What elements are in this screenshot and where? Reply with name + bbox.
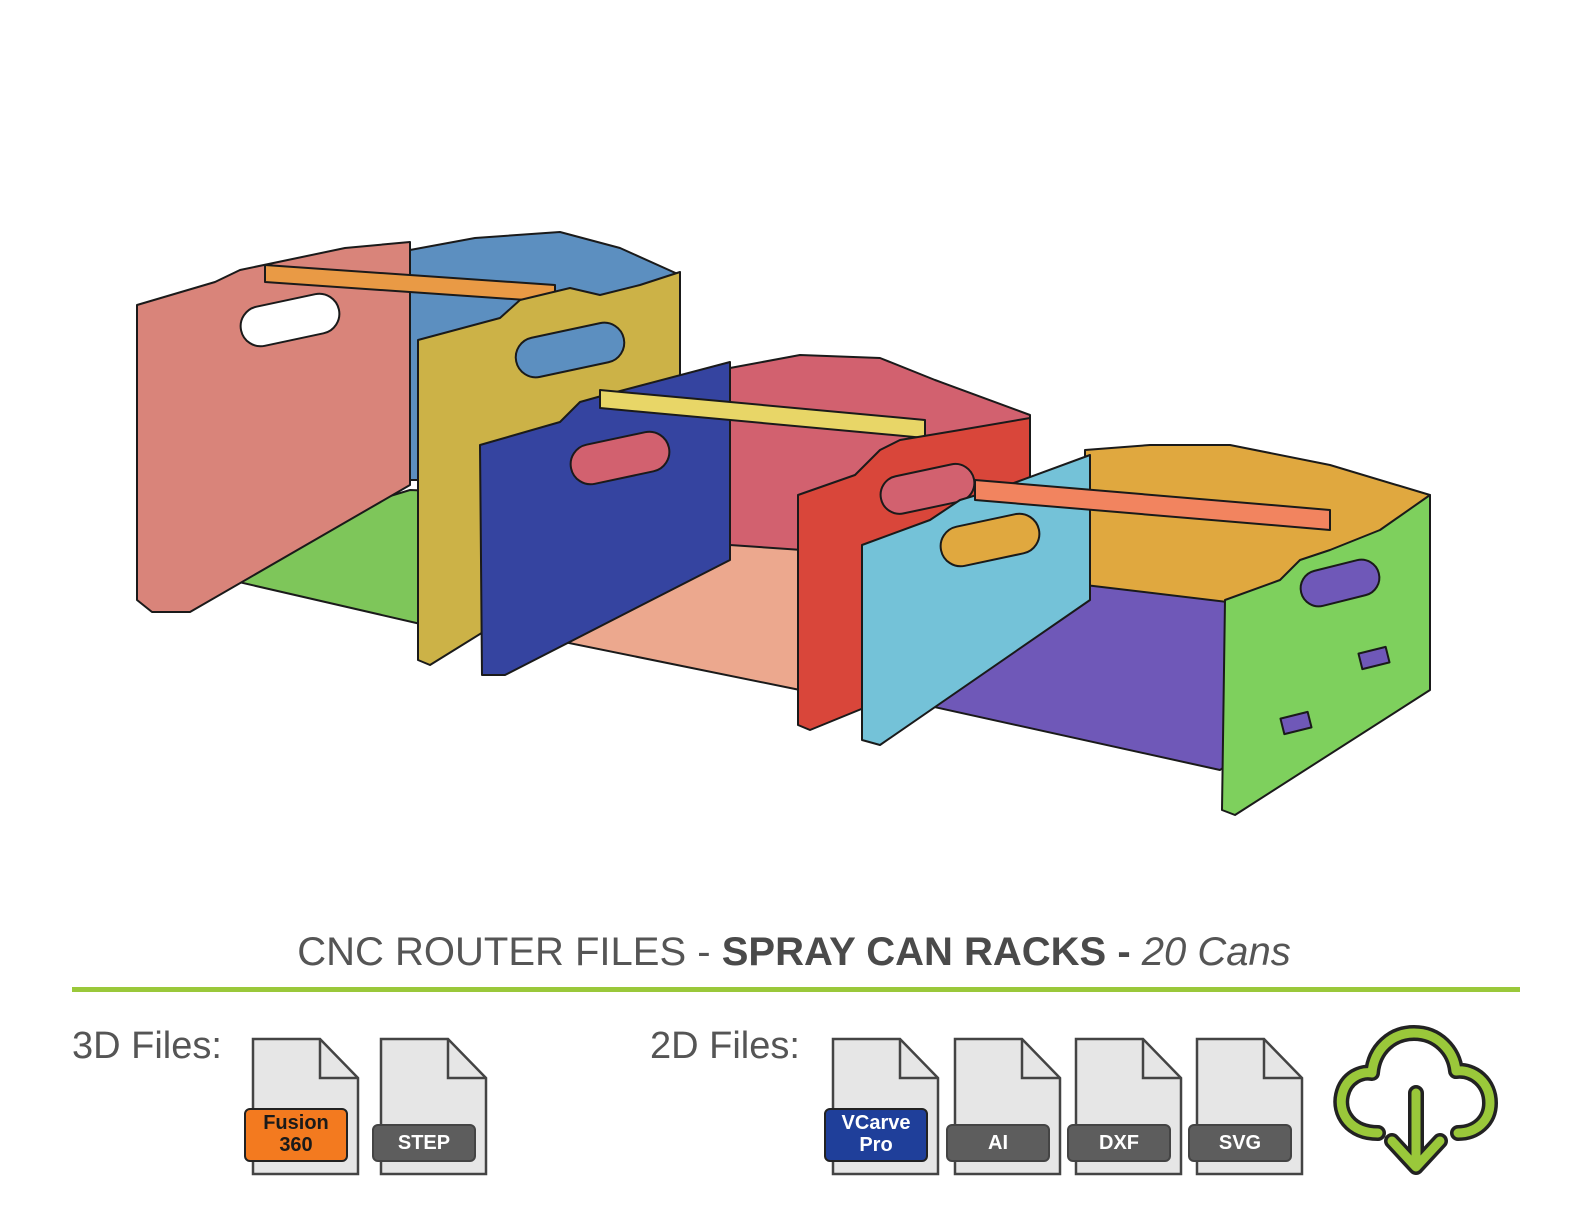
rack2-right-handle [879,462,976,515]
step-file-icon[interactable]: STEP [372,1036,496,1178]
ai-file-icon[interactable]: AI [946,1036,1070,1178]
files-3d-label: 3D Files: [72,1025,222,1067]
svg-badge: SVG [1188,1124,1292,1162]
step-badge: STEP [372,1124,476,1162]
rack3-slot-2 [1279,710,1313,736]
dxf-file-icon[interactable]: DXF [1067,1036,1191,1178]
rack3-top-rail [974,479,1331,531]
spray-can-racks-illustration [136,231,1431,816]
title-capacity: 20 Cans [1141,930,1291,974]
files-2d-label: 2D Files: [650,1025,800,1067]
svg-file-icon[interactable]: SVG [1188,1036,1312,1178]
rack2-left-side [479,361,731,676]
rack3-right-handle [1299,558,1381,608]
ai-badge: AI [946,1124,1050,1162]
title-divider [72,987,1520,992]
product-title: CNC ROUTER FILES - SPRAY CAN RACKS - 20 … [0,930,1588,975]
rack1-right-handle [514,321,626,379]
rack1-left-side [136,241,411,613]
rack3-slot-1 [1357,645,1391,671]
dxf-badge: DXF [1067,1124,1171,1162]
cloud-download-icon[interactable] [1330,1015,1500,1185]
title-prefix: CNC ROUTER FILES - [297,930,722,974]
title-product: SPRAY CAN RACKS - [721,930,1142,974]
rack2-left-handle [569,430,671,486]
rack1-left-handle [239,292,341,348]
rack3-left-handle [939,512,1041,568]
